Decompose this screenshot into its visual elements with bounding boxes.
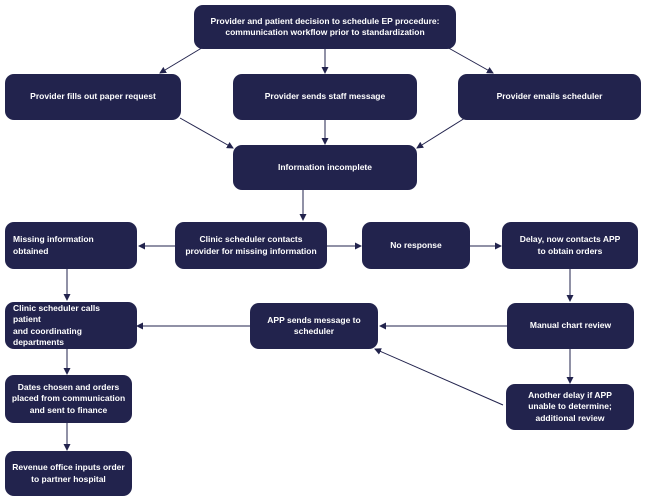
node-chart-review: Manual chart review [507, 303, 634, 349]
edge-start-to-paper-request [159, 45, 206, 74]
node-another-delay: Another delay if APP unable to determine… [506, 384, 634, 430]
node-missing-obtained-label: Missing information obtained [13, 234, 94, 256]
edge-another-delay-to-app-message [374, 348, 504, 406]
node-delay-app: Delay, now contacts APP to obtain orders [502, 222, 638, 269]
node-paper-request: Provider fills out paper request [5, 74, 181, 120]
node-scheduler-contacts-label: Clinic scheduler contacts provider for m… [185, 234, 317, 256]
node-dates-chosen: Dates chosen and orders placed from comm… [5, 375, 132, 423]
node-no-response-label: No response [390, 239, 442, 250]
node-emails-scheduler-label: Provider emails scheduler [496, 91, 603, 102]
node-revenue-office-label: Revenue office inputs order to partner h… [12, 462, 125, 484]
edge-start-to-emails-scheduler [444, 45, 494, 74]
node-scheduler-contacts: Clinic scheduler contacts provider for m… [175, 222, 327, 269]
node-staff-message-label: Provider sends staff message [264, 91, 386, 102]
node-emails-scheduler: Provider emails scheduler [458, 74, 641, 120]
node-staff-message: Provider sends staff message [233, 74, 417, 120]
edge-paper-request-to-info-incomplete [179, 117, 234, 149]
node-delay-app-label: Delay, now contacts APP to obtain orders [519, 234, 621, 256]
node-scheduler-calls-label: Clinic scheduler calls patient and coord… [13, 302, 100, 347]
node-scheduler-calls: Clinic scheduler calls patient and coord… [5, 302, 137, 349]
node-info-incomplete: Information incomplete [233, 145, 417, 190]
node-start: Provider and patient decision to schedul… [194, 5, 456, 49]
node-no-response: No response [362, 222, 470, 269]
node-another-delay-label: Another delay if APP unable to determine… [528, 389, 612, 423]
node-info-incomplete-label: Information incomplete [278, 161, 372, 172]
node-revenue-office: Revenue office inputs order to partner h… [5, 451, 132, 496]
node-app-message-label: APP sends message to scheduler [267, 314, 361, 336]
node-paper-request-label: Provider fills out paper request [30, 91, 156, 102]
node-chart-review-label: Manual chart review [529, 320, 612, 331]
node-dates-chosen-label: Dates chosen and orders placed from comm… [11, 381, 126, 415]
node-missing-obtained: Missing information obtained [5, 222, 137, 269]
node-start-label: Provider and patient decision to schedul… [210, 15, 440, 37]
node-app-message: APP sends message to scheduler [250, 303, 378, 349]
edge-emails-scheduler-to-info-incomplete [416, 117, 466, 149]
